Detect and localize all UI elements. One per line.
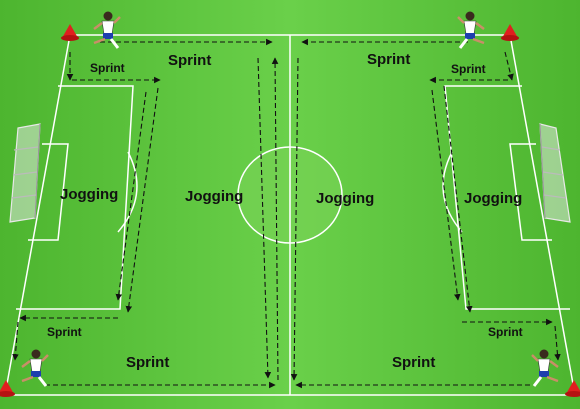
jogging-path-center-left-down <box>257 57 272 379</box>
cone-icon <box>501 24 519 41</box>
player-icon <box>21 349 49 387</box>
label-jogging-left-half: Jogging <box>185 188 243 205</box>
player-icon <box>457 11 485 49</box>
sprint-path-right-corner-top <box>504 51 514 81</box>
right-penalty-box <box>444 85 570 310</box>
right-goal-area <box>509 143 552 241</box>
right-goal-icon <box>539 123 571 223</box>
label-sprint-bottom-right: Sprint <box>392 354 435 371</box>
label-sprint-right-corner-bottom: Sprint <box>488 325 523 339</box>
label-jogging-left-box: Jogging <box>60 186 118 203</box>
sprint-path-left-corner-down <box>12 321 19 361</box>
label-sprint-left-corner-top: Sprint <box>90 61 125 75</box>
label-sprint-left-corner-bottom: Sprint <box>47 325 82 339</box>
jogging-path-right-box-b <box>443 85 473 313</box>
cones <box>0 24 580 397</box>
cone-icon <box>61 24 79 41</box>
label-sprint-right-corner-top: Sprint <box>451 62 486 76</box>
label-sprint-top-right: Sprint <box>367 51 410 68</box>
player-icon <box>93 11 121 49</box>
left-penalty-arc <box>117 151 138 233</box>
player-icon <box>531 349 559 387</box>
sprint-path-right-corner-down <box>554 325 561 361</box>
label-sprint-top-left: Sprint <box>168 52 211 69</box>
cone-icon <box>565 380 580 397</box>
left-goal-icon <box>9 123 41 223</box>
jogging-path-right-box <box>431 89 461 301</box>
label-sprint-bottom-left: Sprint <box>126 354 169 371</box>
jogging-path-left-box <box>115 91 147 301</box>
right-penalty-arc <box>442 151 463 233</box>
running-paths <box>12 38 561 389</box>
jogging-path-center-left-up <box>271 57 279 381</box>
left-goal-area <box>28 143 69 241</box>
jogging-path-center-right-down <box>290 57 299 381</box>
label-jogging-right-box: Jogging <box>464 190 522 207</box>
label-jogging-center: Jogging <box>316 190 374 207</box>
left-penalty-box <box>16 85 134 310</box>
jogging-path-left-box-b <box>125 87 159 313</box>
cone-icon <box>0 380 15 397</box>
